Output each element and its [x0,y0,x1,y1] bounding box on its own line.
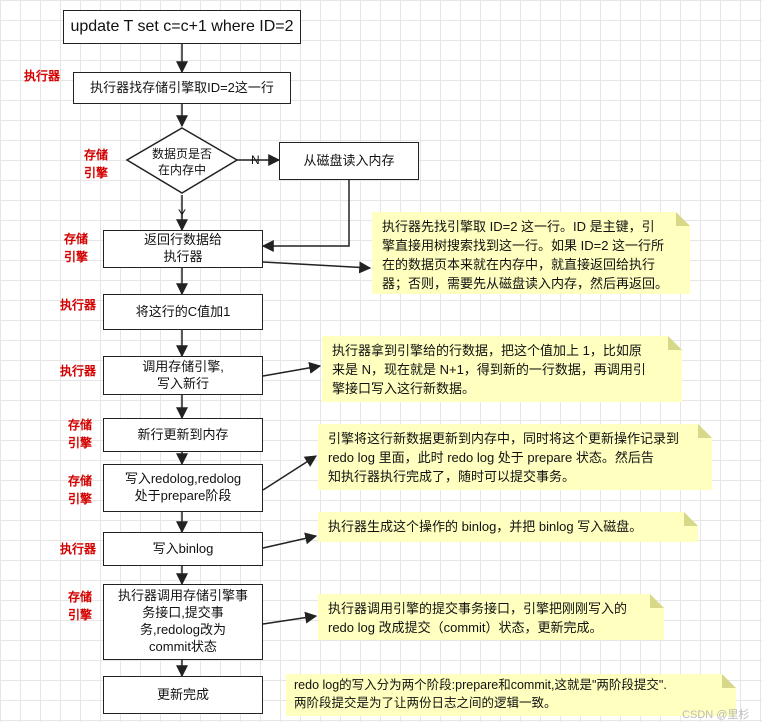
note-engine-fetch-line-4: 器；否则，需要先从磁盘读入内存，然后再返回。 [382,275,669,291]
decision-text: 数据页是否 在内存中 [130,146,234,178]
call-engine-line-1: 调用存储引擎, [142,358,224,374]
note-executor-add-line-3: 擎接口写入这行新数据。 [332,380,476,396]
lane-label-engine-line-1: 存储 [63,232,88,246]
note-redolog-prepare-line-2: redo log 里面，此时 redo log 处于 prepare 状态。然后… [328,449,654,465]
write-binlog-box: 写入binlog [103,532,263,566]
commit-line-3: 务,redolog改为 [140,622,226,637]
find-row-box: 执行器找存储引擎取ID=2这一行 [73,72,291,104]
note-redolog-prepare: 引擎将这行新数据更新到内存中，同时将这个更新操作记录到 redo log 里面，… [318,424,712,490]
note-commit: 执行器调用引擎的提交事务接口，引擎把刚刚写入的 redo log 改成提交（co… [318,594,664,640]
lane-label-executor: 执行器 [59,364,96,378]
watermark: CSDN @里杉 [682,709,750,721]
lane-label-engine-line-2: 引擎 [67,492,92,506]
arrow-to-note1 [262,261,372,274]
note-commit-line-2: redo log 改成提交（commit）状态，更新完成。 [328,619,603,635]
write-redolog-line-1: 写入redolog,redolog [124,471,242,487]
note-engine-fetch-line-2: 擎直接用树搜索找到这一行。如果 ID=2 这一行所 [382,237,665,253]
lane-label-executor: 执行器 [23,69,60,83]
lane-label-engine-line-1: 存储 [67,590,92,604]
read-disk-box: 从磁盘读入内存 [279,142,419,180]
lane-label-engine: 存储 引擎 [58,230,94,266]
decision-line-1: 数据页是否 [151,147,212,161]
lane-label-engine: 存储 引擎 [62,472,98,508]
note-binlog: 执行器生成这个操作的 binlog，并把 binlog 写入磁盘。 [318,512,698,542]
arrow-disk-to-return [261,180,350,252]
note-executor-add: 执行器拿到引擎给的行数据，把这个值加上 1，比如原 来是 N，现在就是 N+1，… [322,336,682,402]
commit-line-1: 执行器调用存储引擎事 [117,588,248,604]
decision-yes-label: Y [178,207,187,221]
lane-label-engine-line-1: 存储 [67,474,92,488]
lane-label-engine: 存储 引擎 [62,416,98,452]
note-executor-add-line-1: 执行器拿到引擎给的行数据，把这个值加上 1，比如原 [332,343,642,358]
note-executor-add-line-2: 来是 N，现在就是 N+1，得到新的一行数据，再调用引 [332,361,646,377]
note-binlog-line-1: 执行器生成这个操作的 binlog，并把 binlog 写入磁盘。 [328,519,643,534]
decision-diamond [125,127,239,194]
note-engine-fetch-line-1: 执行器先找引擎取 ID=2 这一行。ID 是主键，引 [382,219,655,234]
lane-label-engine-line-2: 引擎 [67,608,92,622]
lane-label-engine: 存储 引擎 [62,588,98,624]
write-redolog-line-2: 处于prepare阶段 [134,488,232,503]
note-redolog-prepare-line-3: 知执行器执行完成了，随时可以提交事务。 [328,468,576,484]
note-engine-fetch-line-3: 在的数据页本来就在内存中，就直接返回给执行 [382,256,656,272]
arrow-to-note4 [262,532,318,549]
lane-label-executor: 执行器 [59,298,96,312]
lane-label-executor: 执行器 [59,542,96,556]
note-two-phase-line-2: 两阶段提交是为了让两份日志之间的逻辑一致。 [294,695,557,710]
commit-box: 执行器调用存储引擎事 务接口,提交事 务,redolog改为 commit状态 [103,584,263,660]
arrow-to-note3 [262,455,318,491]
add-one-box: 将这行的C值加1 [103,294,263,330]
call-engine-box: 调用存储引擎, 写入新行 [103,356,263,395]
return-row-line-2: 执行器 [163,249,203,264]
lane-label-engine-line-1: 存储 [67,418,92,432]
decision-no-label: N [251,153,260,167]
return-row-line-1: 返回行数据给 [143,232,222,248]
arrow-to-note5 [262,611,318,625]
commit-line-4: commit状态 [149,638,217,654]
lane-label-engine-line-2: 引擎 [63,250,88,264]
note-two-phase-line-1: redo log的写入分为两个阶段:prepare和commit,这就是"两阶段… [294,678,667,692]
note-two-phase-commit: redo log的写入分为两个阶段:prepare和commit,这就是"两阶段… [286,674,736,716]
call-engine-line-2: 写入新行 [156,375,209,391]
return-row-box: 返回行数据给 执行器 [103,230,263,268]
decision-line-2: 在内存中 [157,163,206,178]
start-statement-box: update T set c=c+1 where ID=2 [63,10,301,44]
write-redolog-box: 写入redolog,redolog 处于prepare阶段 [103,464,263,512]
lane-label-engine: 存储 引擎 [78,146,114,182]
note-engine-fetch: 执行器先找引擎取 ID=2 这一行。ID 是主键，引 擎直接用树搜索找到这一行。… [372,212,690,294]
note-redolog-prepare-line-1: 引擎将这行新数据更新到内存中，同时将这个更新操作记录到 [328,431,680,446]
commit-line-2: 务接口,提交事 [142,605,224,621]
note-commit-line-1: 执行器调用引擎的提交事务接口，引擎把刚刚写入的 [328,601,628,616]
lane-label-engine-line-2: 引擎 [67,436,92,450]
update-memory-box: 新行更新到内存 [103,418,263,452]
arrow-to-note2 [262,361,322,377]
lane-label-engine-line-2: 引擎 [83,166,108,180]
done-box: 更新完成 [103,676,263,714]
lane-label-engine-line-1: 存储 [83,148,108,162]
